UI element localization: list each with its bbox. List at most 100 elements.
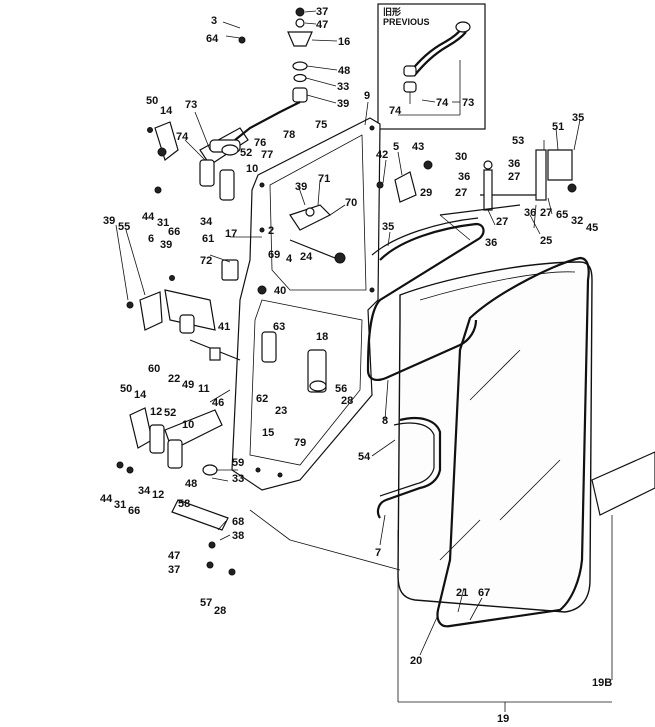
part-label: 44 [100,493,113,505]
part-label: 48 [338,65,350,77]
part-label: 12 [152,489,164,501]
part-label: 43 [412,141,424,153]
part-label: 50 [146,95,158,107]
part-label: 7 [375,547,381,559]
part-label: 3 [211,15,217,27]
part-label: 46 [212,397,224,409]
part-label: 35 [572,112,584,124]
part-label: 37 [168,564,180,576]
part-label: 14 [160,105,173,117]
part-label: 15 [262,427,274,439]
part-labels: 3 64 37 47 16 48 33 39 73 74 50 14 52 10… [100,6,612,725]
part-label: 72 [200,255,212,267]
part-label: 24 [300,251,313,263]
door-glass [366,217,655,628]
part-label: 20 [410,655,422,667]
part-label: 36 [485,237,497,249]
part-label: 54 [358,451,371,463]
part-label: 30 [455,151,467,163]
part-label: 17 [225,228,237,240]
part-label: 8 [382,415,388,427]
inset-label: 74 [389,105,402,117]
part-label: 68 [232,516,244,528]
part-label: 28 [341,395,353,407]
part-label: 36 [508,158,520,170]
inset-label: 73 [462,97,474,109]
part-label: 14 [134,389,147,401]
part-label: 9 [364,90,370,102]
part-label: 78 [283,129,295,141]
part-label: 33 [232,473,244,485]
part-label: 74 [176,131,189,143]
side-latch [126,275,241,361]
part-label: 42 [376,149,388,161]
part-label: 44 [142,211,155,223]
part-label: 31 [157,217,169,229]
part-label: 71 [318,173,330,185]
part-label: 34 [138,485,151,497]
part-label: 6 [148,233,154,245]
inset-title-en: PREVIOUS [383,17,430,27]
part-label: 47 [168,550,180,562]
part-label: 22 [168,373,180,385]
lower-hinge [116,407,236,576]
part-label: 63 [273,321,285,333]
part-label: 55 [118,221,130,233]
part-label: 11 [198,383,210,395]
part-label: 4 [286,253,293,265]
part-label: 19 [497,713,509,725]
part-label: 66 [168,226,180,238]
part-label: 2 [268,225,274,237]
part-label: 52 [164,407,176,419]
part-label: 27 [540,207,552,219]
right-latch [376,149,577,216]
part-label: 38 [232,530,244,542]
part-label: 45 [586,222,598,234]
inset-previous: 旧形 PREVIOUS 74 74 73 [377,3,486,130]
part-label: 48 [185,478,197,490]
part-label: 23 [275,405,287,417]
upper-hinge [147,121,249,201]
part-label: 16 [338,36,350,48]
part-label: 66 [128,505,140,517]
part-label: 29 [420,187,432,199]
part-label: 56 [335,383,347,395]
part-label: 36 [458,171,470,183]
part-label: 39 [160,239,172,251]
part-label: 35 [382,221,394,233]
part-label: 58 [178,498,190,510]
inset-title-jp: 旧形 [383,6,401,17]
part-label: 18 [316,331,328,343]
part-label: 28 [214,605,226,617]
part-label: 32 [571,215,583,227]
top-fittings [209,7,313,156]
inset-label: 74 [436,97,449,109]
part-label: 73 [185,99,197,111]
part-label: 64 [206,33,219,45]
part-label: 37 [316,6,328,18]
part-label: 61 [202,233,214,245]
part-label: 49 [182,379,194,391]
part-label: 57 [200,597,212,609]
part-label: 40 [274,285,286,297]
part-label: 31 [114,499,126,511]
door-frame [221,117,381,491]
part-label: 27 [508,171,520,183]
part-label: 50 [120,383,132,395]
part-label: 19B [592,677,612,689]
part-label: 10 [246,163,258,175]
part-label: 27 [496,216,508,228]
part-label: 51 [552,121,564,133]
part-label: 77 [261,149,273,161]
part-label: 76 [254,137,266,149]
part-label: 25 [540,235,552,247]
part-label: 69 [268,249,280,261]
part-label: 52 [240,147,252,159]
part-label: 27 [455,187,467,199]
part-label: 67 [478,587,490,599]
part-label: 59 [232,457,244,469]
part-label: 5 [393,141,399,153]
part-label: 34 [200,216,213,228]
part-label: 53 [512,135,524,147]
